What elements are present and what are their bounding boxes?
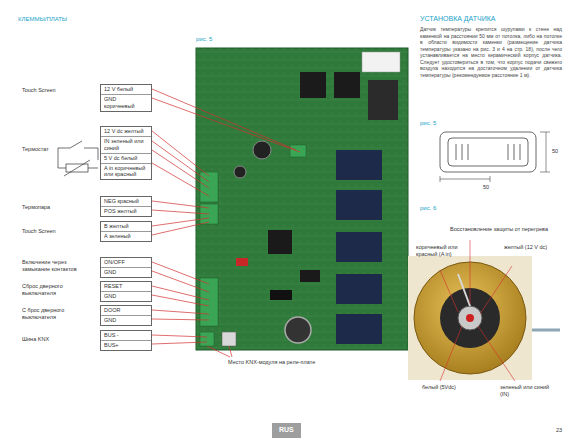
terminal-box: NEG красныйPOS желтый xyxy=(100,196,152,217)
terminal-row: BUS+ xyxy=(101,340,151,350)
wire-label: коричневый или красный (A in) xyxy=(416,244,458,258)
terminal-box: DOORGND xyxy=(100,305,152,326)
terminal-row: GND xyxy=(101,267,151,277)
group-label: Touch Screen xyxy=(22,228,56,235)
group-label: Включение через замыкание контактов xyxy=(22,259,94,273)
language-tab: RUS xyxy=(272,423,301,438)
terminal-row: GND xyxy=(101,315,151,325)
group-label: Термопара xyxy=(22,204,50,211)
switch-symbol xyxy=(58,141,98,176)
wire-label: зеленый или синий (IN) xyxy=(500,384,550,398)
terminal-box: B желтыйA зеленый xyxy=(100,221,152,242)
body-text: Датчик температуры крепится шурупами к с… xyxy=(420,26,562,78)
terminal-box: RESETGND xyxy=(100,281,152,302)
callout-note: Место KNX-модуля на реле-плате xyxy=(228,359,315,366)
terminal-row: GND коричневый xyxy=(101,94,151,111)
sensor-drawing xyxy=(440,132,550,182)
figure-number: рис. 5 xyxy=(420,120,436,128)
leader-lines xyxy=(152,89,300,357)
terminal-row: RESET xyxy=(101,282,151,291)
terminal-row: NEG красный xyxy=(101,197,151,206)
group-label: С брос дверного выключателя xyxy=(22,307,94,321)
group-label: Touch Screen xyxy=(22,87,56,94)
terminal-row: IN зеленый или синий xyxy=(101,136,151,153)
group-label: Термостат xyxy=(22,146,49,153)
section-heading: КЛЕММЫ/ПЛАТЫ xyxy=(18,16,67,24)
terminal-row: 12 V белый xyxy=(101,85,151,94)
wire-label: белый (5Vdc) xyxy=(422,384,458,391)
group-label: Шина KNX xyxy=(22,336,49,343)
page-number: 23 xyxy=(556,427,562,434)
wire-label: желтый (12 V dc) xyxy=(504,244,552,251)
dimension: 50 xyxy=(552,148,558,155)
terminal-row: A in коричневый или красный xyxy=(101,163,151,180)
terminal-box: ON/OFFGND xyxy=(100,257,152,278)
figure-number: рис. 5 xyxy=(196,36,212,44)
terminal-row: POS желтый xyxy=(101,206,151,216)
terminal-row: ON/OFF xyxy=(101,258,151,267)
terminal-row: A зеленый xyxy=(101,231,151,241)
terminal-row: 5 V dc белый xyxy=(101,153,151,163)
terminal-box: 12 V dc желтыйIN зеленый или синий5 V dc… xyxy=(100,126,152,180)
section-heading: УСТАНОВКА ДАТЧИКА xyxy=(420,15,495,24)
terminal-row: RUS xyxy=(272,423,301,438)
terminal-row: B желтый xyxy=(101,222,151,231)
figure-number: рис. 6 xyxy=(420,205,436,213)
terminal-row: BUS - xyxy=(101,331,151,340)
callout-note: Восстановление защиты от перегрева xyxy=(450,226,560,233)
pcb-photo xyxy=(196,48,408,350)
sensor-photo xyxy=(408,256,560,380)
terminal-box: BUS -BUS+ xyxy=(100,330,152,351)
terminal-row: GND xyxy=(101,291,151,301)
leader-lines xyxy=(440,240,515,381)
group-label: Сброс дверного выключателя xyxy=(22,283,94,297)
terminal-row: DOOR xyxy=(101,306,151,315)
terminal-box: 12 V белыйGND коричневый xyxy=(100,84,152,112)
dimension: 50 xyxy=(483,184,489,191)
terminal-row: 12 V dc желтый xyxy=(101,127,151,136)
